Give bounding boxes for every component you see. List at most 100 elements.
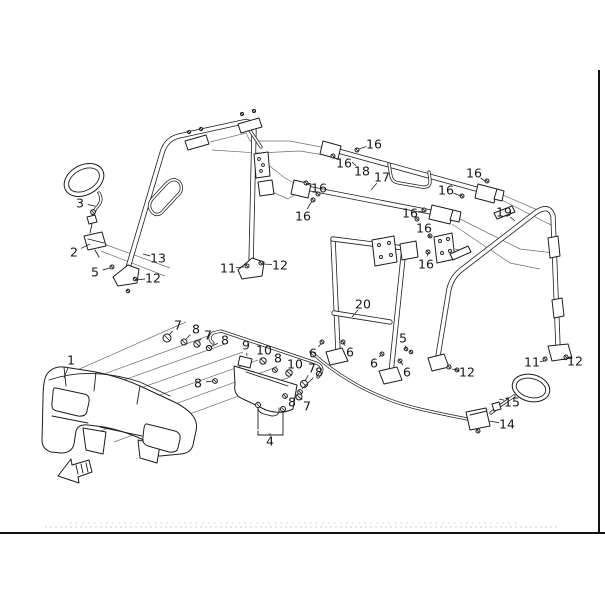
callout-leader — [209, 343, 218, 348]
part-callout-6: 6 — [370, 356, 378, 371]
part-callout-16: 16 — [418, 257, 434, 272]
part-callout-7: 7 — [174, 318, 182, 333]
part-callout-1: 1 — [67, 353, 75, 368]
center-frame-right-foot — [378, 366, 403, 385]
callout-leader — [351, 309, 359, 318]
rear-cage-left-foot — [427, 353, 450, 372]
callout-leader — [262, 263, 273, 265]
callout-leader — [560, 358, 568, 361]
callout-leader — [509, 216, 516, 222]
part-callout-8: 8 — [192, 322, 200, 337]
callout-leader — [378, 354, 382, 358]
rear-pillar-bracket-lower — [551, 297, 565, 319]
part-callout-11: 11 — [524, 355, 540, 370]
part-callout-16: 16 — [311, 181, 327, 196]
right-mirror-head — [511, 373, 551, 403]
rear-cage-tab-mid — [449, 245, 472, 261]
tubular-frame-layer — [91, 119, 561, 422]
part-callout-16: 16 — [366, 137, 382, 152]
part-callout-9: 9 — [242, 338, 250, 353]
part-callout-12: 12 — [145, 271, 161, 286]
callout-leader — [480, 177, 487, 183]
part-callout-12: 12 — [459, 365, 475, 380]
callout-leader — [318, 343, 322, 348]
callout-leader — [370, 182, 378, 191]
crossbar18-left-clamp — [319, 140, 342, 160]
callout-leader — [304, 374, 309, 382]
part-callout-16: 16 — [295, 209, 311, 224]
part-callout-18: 18 — [354, 164, 370, 179]
part-callout-8: 8 — [274, 351, 282, 366]
part-callout-20: 20 — [355, 297, 371, 312]
part-callout-11: 11 — [220, 261, 236, 276]
part-callout-7: 7 — [303, 399, 311, 414]
front-cage-top-bracket-left — [184, 134, 210, 151]
part-callout-16: 16 — [336, 156, 352, 171]
callout-leader — [102, 267, 111, 271]
front-cage-leg-plate-small — [257, 179, 275, 197]
callout-leader — [63, 367, 69, 379]
front-cage-left-foot-plate — [112, 264, 140, 287]
part-callout-19: 19 — [496, 205, 512, 220]
bracket-block — [237, 355, 253, 369]
center-frame-left-foot — [325, 347, 349, 366]
rear-roll-cage-tube — [434, 206, 561, 365]
crossbar18-right-clamp — [474, 183, 498, 204]
callout-leader — [427, 252, 429, 257]
part-callout-15: 15 — [504, 395, 520, 410]
clamp-block-left — [371, 235, 398, 267]
part-callout-3: 3 — [76, 196, 84, 211]
part-callout-6: 6 — [403, 365, 411, 380]
part-callout-12: 12 — [272, 258, 288, 273]
callout-4-bracket-line — [257, 430, 284, 436]
part-callout-8: 8 — [194, 376, 202, 391]
part-callout-16: 16 — [466, 166, 482, 181]
callout-leader — [332, 156, 338, 160]
part-callout-12: 12 — [567, 354, 583, 369]
part-callout-10: 10 — [287, 357, 303, 372]
part-callout-6: 6 — [346, 345, 354, 360]
left-mirror — [63, 162, 107, 258]
callout-leader — [488, 420, 500, 424]
front-cage-top-bracket-right — [237, 117, 263, 134]
clamp-spacer — [399, 240, 419, 261]
rear-cage-tab-top — [493, 205, 516, 220]
hardware-bolt-glyphs — [90, 108, 569, 434]
crossbar17-right-clamp — [428, 204, 454, 225]
callout-leader — [87, 204, 96, 207]
callout-leader — [80, 243, 91, 249]
part-callout-13: 13 — [150, 251, 166, 266]
part-callout-7: 7 — [204, 328, 212, 343]
callout-leader — [498, 398, 505, 401]
part-callout-14: 14 — [499, 417, 515, 432]
callout-leader — [168, 330, 173, 336]
callout-leader — [453, 192, 462, 197]
part-callout-6: 6 — [309, 346, 317, 361]
bracket-lower-plate — [233, 365, 298, 413]
callout-leader — [417, 210, 424, 213]
callout-leader — [205, 380, 214, 383]
right-mirror — [465, 373, 551, 431]
front-cage-right-foot-plate — [237, 257, 265, 280]
callout-leader — [451, 368, 460, 371]
callout-leader — [400, 361, 404, 366]
callout-leader — [358, 146, 367, 150]
left-mirror-head — [63, 162, 105, 198]
part-callout-8: 8 — [288, 395, 296, 410]
part-callout-16: 16 — [438, 183, 454, 198]
callout-leader — [351, 161, 357, 166]
bumper-vent-right — [142, 423, 181, 453]
part-callout-8: 8 — [315, 365, 323, 380]
callout-leader — [305, 183, 312, 187]
callout-leader — [142, 253, 151, 257]
callout-leader — [185, 334, 191, 340]
callout-leader — [300, 397, 303, 400]
part-callout-17: 17 — [374, 170, 390, 185]
bumper-vent-left — [51, 387, 90, 417]
right-mirror-bracket — [465, 407, 491, 431]
callout-leader — [342, 342, 346, 346]
part-callout-16: 16 — [402, 206, 418, 221]
